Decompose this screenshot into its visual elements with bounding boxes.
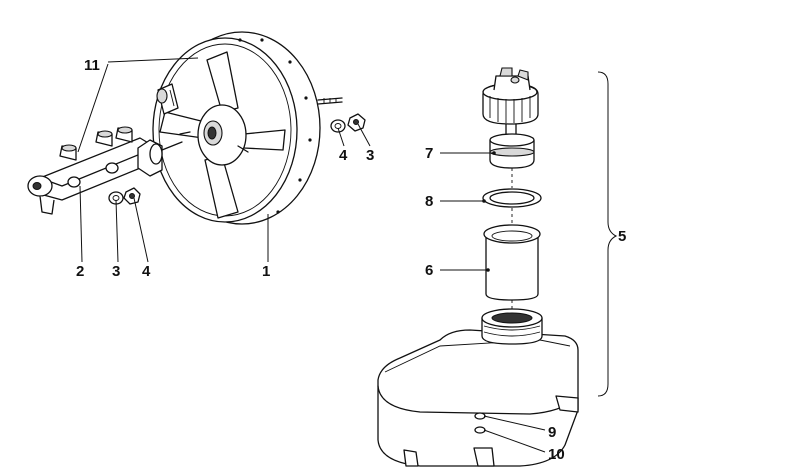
callout-11: 11 [84,57,100,74]
seal-ring [482,188,542,208]
callout-4-left: 4 [142,263,151,280]
callout-4-right: 4 [339,147,348,164]
strainer [483,224,541,301]
callout-1: 1 [262,263,270,280]
group-brace [597,71,618,397]
reservoir-tank [377,308,579,467]
callout-3-left: 3 [112,263,120,280]
nut-right [347,113,366,132]
master-cylinder [27,126,183,215]
callout-8: 8 [425,193,433,210]
callout-10: 10 [548,446,565,463]
callout-7: 7 [425,145,433,162]
float-sensor [489,133,535,169]
callout-3-right: 3 [366,147,374,164]
callout-9: 9 [548,424,556,441]
leader-lines [77,57,546,453]
reservoir-cap [482,67,539,135]
brake-booster [152,31,343,225]
washer-right [330,119,346,133]
nut-left [123,187,141,205]
callout-2: 2 [76,263,84,280]
callout-labels: 11 2 3 4 1 4 3 7 8 6 5 9 10 [76,57,626,463]
callout-5: 5 [618,228,626,245]
callout-6: 6 [425,262,433,279]
